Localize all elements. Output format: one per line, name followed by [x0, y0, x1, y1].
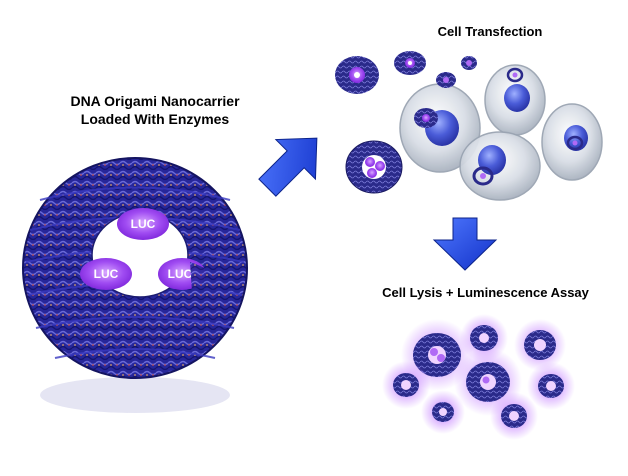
- glowing-nanocarrier: [527, 362, 575, 410]
- cell: [459, 131, 541, 201]
- arrow-to-lysis: [432, 217, 498, 271]
- nanocarrier-small: [461, 56, 477, 70]
- assay-title: Cell Lysis + Luminescence Assay: [382, 285, 589, 300]
- enzyme-luc-top: LUC: [117, 208, 169, 240]
- enzyme-luc-label: LUC: [131, 217, 156, 231]
- nanocarrier-small: [566, 135, 584, 151]
- glowing-nanocarrier: [382, 361, 430, 409]
- nanocarrier-small: [506, 67, 524, 83]
- nanocarrier-small: [335, 56, 379, 94]
- nanocarrier-title-line2: Loaded With Enzymes: [80, 111, 230, 127]
- dna-origami-nanocarrier: LUC LUC LUC: [22, 157, 248, 413]
- nanocarrier-small: [345, 140, 403, 194]
- enzyme-luc-left: LUC: [80, 258, 132, 290]
- transfection-title: Cell Transfection: [437, 24, 543, 39]
- nanocarrier-small: [414, 108, 438, 128]
- nanocarrier-title-line1: DNA Origami Nanocarrier: [70, 93, 240, 109]
- glowing-nanocarrier: [421, 390, 465, 434]
- arrow-to-transfection: [258, 137, 318, 197]
- nanocarrier-small: [436, 72, 456, 88]
- luminescent-nanocarriers: [382, 314, 575, 440]
- enzyme-luc-label: LUC: [168, 267, 193, 281]
- cell: [541, 103, 603, 181]
- nanocarrier-small: [394, 51, 426, 75]
- glowing-nanocarrier: [514, 319, 566, 371]
- glowing-nanocarrier: [490, 392, 538, 440]
- nanocarrier-title: DNA Origami Nanocarrier Loaded With Enzy…: [40, 92, 270, 128]
- cell-group: [399, 64, 603, 201]
- enzyme-luc-label: LUC: [94, 267, 119, 281]
- transfection-nanocarriers: [335, 51, 584, 194]
- nanocarrier-small: [472, 166, 494, 186]
